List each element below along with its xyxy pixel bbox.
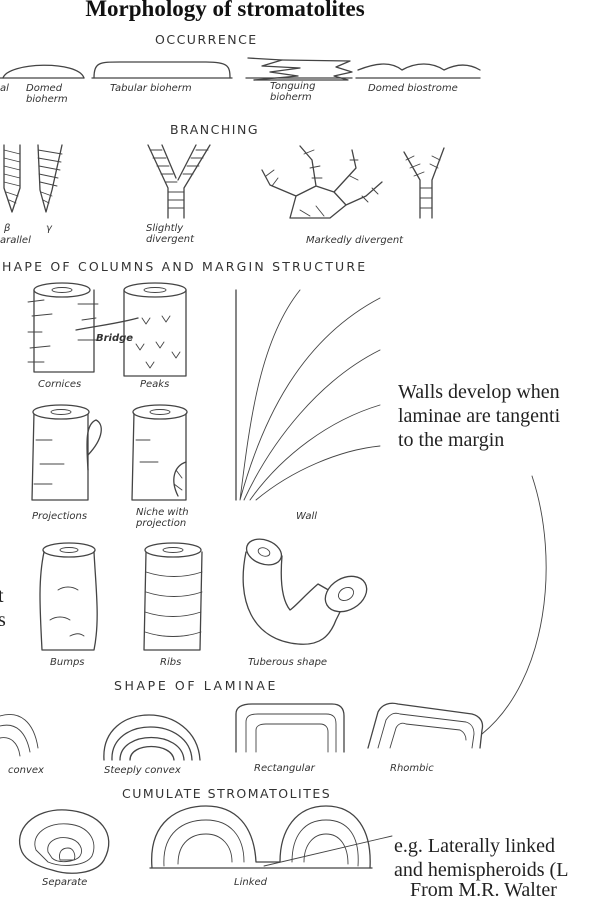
caption-parallel: arallel [0, 235, 31, 246]
caption-beta: β [4, 223, 11, 234]
linked-annotation-leader [263, 835, 393, 867]
bumps-column-drawing [39, 542, 98, 651]
rectangular-laminae-drawing [235, 703, 345, 753]
caption-markedly-divergent: Markedly divergent [306, 235, 404, 246]
wall-annotation-leader [481, 475, 547, 735]
note-source-attribution: From M.R. Walter [410, 879, 557, 900]
caption-separate: Separate [42, 877, 88, 888]
heading-columns-margin: HAPE OF COLUMNS AND MARGIN STRUCTURE [2, 259, 368, 274]
linked-cumulate-drawing [149, 805, 373, 869]
caption-peaks: Peaks [140, 379, 170, 390]
bridge-line-drawing [75, 317, 139, 331]
steeply-convex-laminae-drawing [103, 714, 201, 761]
peaks-column-drawing [123, 282, 187, 377]
caption-wall: Wall [296, 511, 318, 522]
caption-bumps: Bumps [50, 657, 85, 668]
domed-biostrome-drawing [355, 63, 481, 79]
domed-bioherm-drawing [0, 64, 85, 79]
caption-tuberous-shape: Tuberous shape [248, 657, 328, 668]
cornices-column-drawing [27, 282, 99, 373]
parallel-branching-drawing [3, 144, 63, 213]
caption-bridge: Bridge [96, 333, 134, 344]
caption-ribs: Ribs [160, 657, 182, 668]
heading-branching: BRANCHING [170, 122, 260, 137]
markedly-divergent-branching-drawing [261, 145, 445, 219]
caption-domed-bioherm-prefix: al [0, 83, 9, 94]
caption-projections: Projections [32, 511, 88, 522]
wall-drawing [235, 289, 381, 501]
heading-cumulate: CUMULATE STROMATOLITES [122, 786, 332, 801]
tonguing-bioherm-drawing [245, 57, 353, 81]
heading-laminae: SHAPE OF LAMINAE [114, 678, 278, 693]
tabular-bioherm-drawing [91, 61, 233, 79]
convex-laminae-drawing [0, 714, 39, 757]
heading-occurrence: OCCURRENCE [155, 32, 258, 47]
niche-with-projection-column-drawing [131, 404, 188, 501]
caption-gamma: γ [46, 223, 52, 234]
caption-tabular-bioherm: Tabular bioherm [110, 83, 192, 94]
caption-linked: Linked [234, 877, 267, 888]
separate-cumulate-drawing [19, 809, 110, 874]
ribs-column-drawing [143, 542, 203, 651]
caption-domed-biostrome: Domed biostrome [368, 83, 458, 94]
tuberous-shape-drawing [242, 538, 368, 645]
page-title: Morphology of stromatolites [85, 0, 365, 21]
caption-rhombic: Rhombic [390, 763, 434, 774]
projections-column-drawing [31, 404, 102, 501]
caption-steeply-convex: Steeply convex [104, 765, 181, 776]
caption-rectangular: Rectangular [254, 763, 315, 774]
rhombic-laminae-drawing [367, 702, 484, 749]
caption-cornices: Cornices [38, 379, 82, 390]
slightly-divergent-branching-drawing [147, 144, 211, 219]
caption-convex: convex [8, 765, 44, 776]
